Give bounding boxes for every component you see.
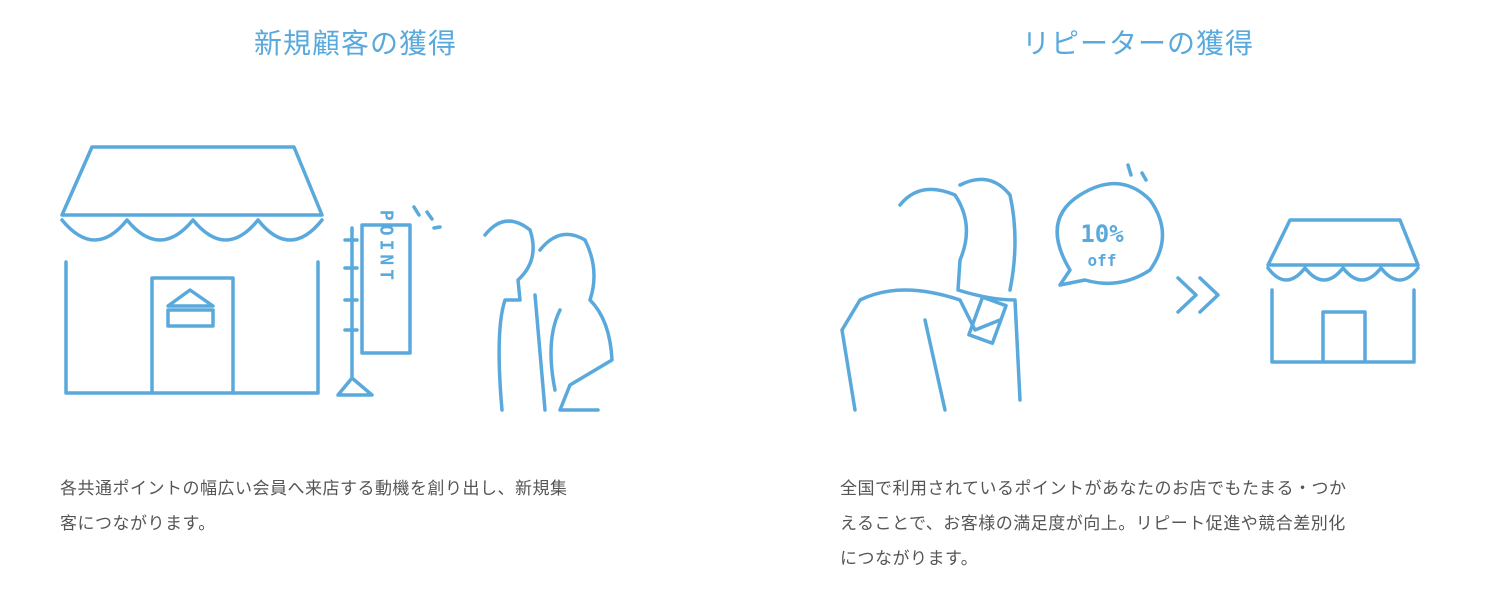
point-sign-icon <box>336 205 442 397</box>
shop-icon <box>60 145 324 395</box>
description-line: 客につながります。 <box>60 514 216 534</box>
shop-icon-small <box>1266 218 1420 364</box>
section-title-new-customers: 新規顧客の獲得 <box>254 27 458 60</box>
shop-illustration <box>60 145 614 412</box>
description-line: 各共通ポイントの幅広い会員へ来店する動機を創り出し、新規集 <box>60 479 568 499</box>
discount-off-text: off <box>1088 251 1117 270</box>
description-line: につながります。 <box>840 549 979 569</box>
point-sign-text-svg: POINT <box>376 210 397 284</box>
arrow-right-icon <box>1176 276 1220 314</box>
couple-icon <box>483 219 614 412</box>
customers-icon <box>840 177 1022 412</box>
section-description-repeaters: 全国で利用されているポイントがあなたのお店でもたまる・つか えることで、お客様の… <box>840 472 1346 577</box>
discount-percent-text: 10% <box>1080 220 1124 248</box>
section-title-repeaters: リピーターの獲得 <box>1022 27 1255 60</box>
point-sign-text: POINT <box>376 210 397 284</box>
speech-bubble-icon <box>1055 163 1165 287</box>
description-line: 全国で利用されているポイントがあなたのお店でもたまる・つか <box>840 479 1347 499</box>
customers-illustration: 10% off <box>840 163 1420 412</box>
description-line: えることで、お客様の満足度が向上。リピート促進や競合差別化 <box>840 514 1346 534</box>
section-description-new-customers: 各共通ポイントの幅広い会員へ来店する動機を創り出し、新規集 客につながります。 <box>60 472 568 542</box>
